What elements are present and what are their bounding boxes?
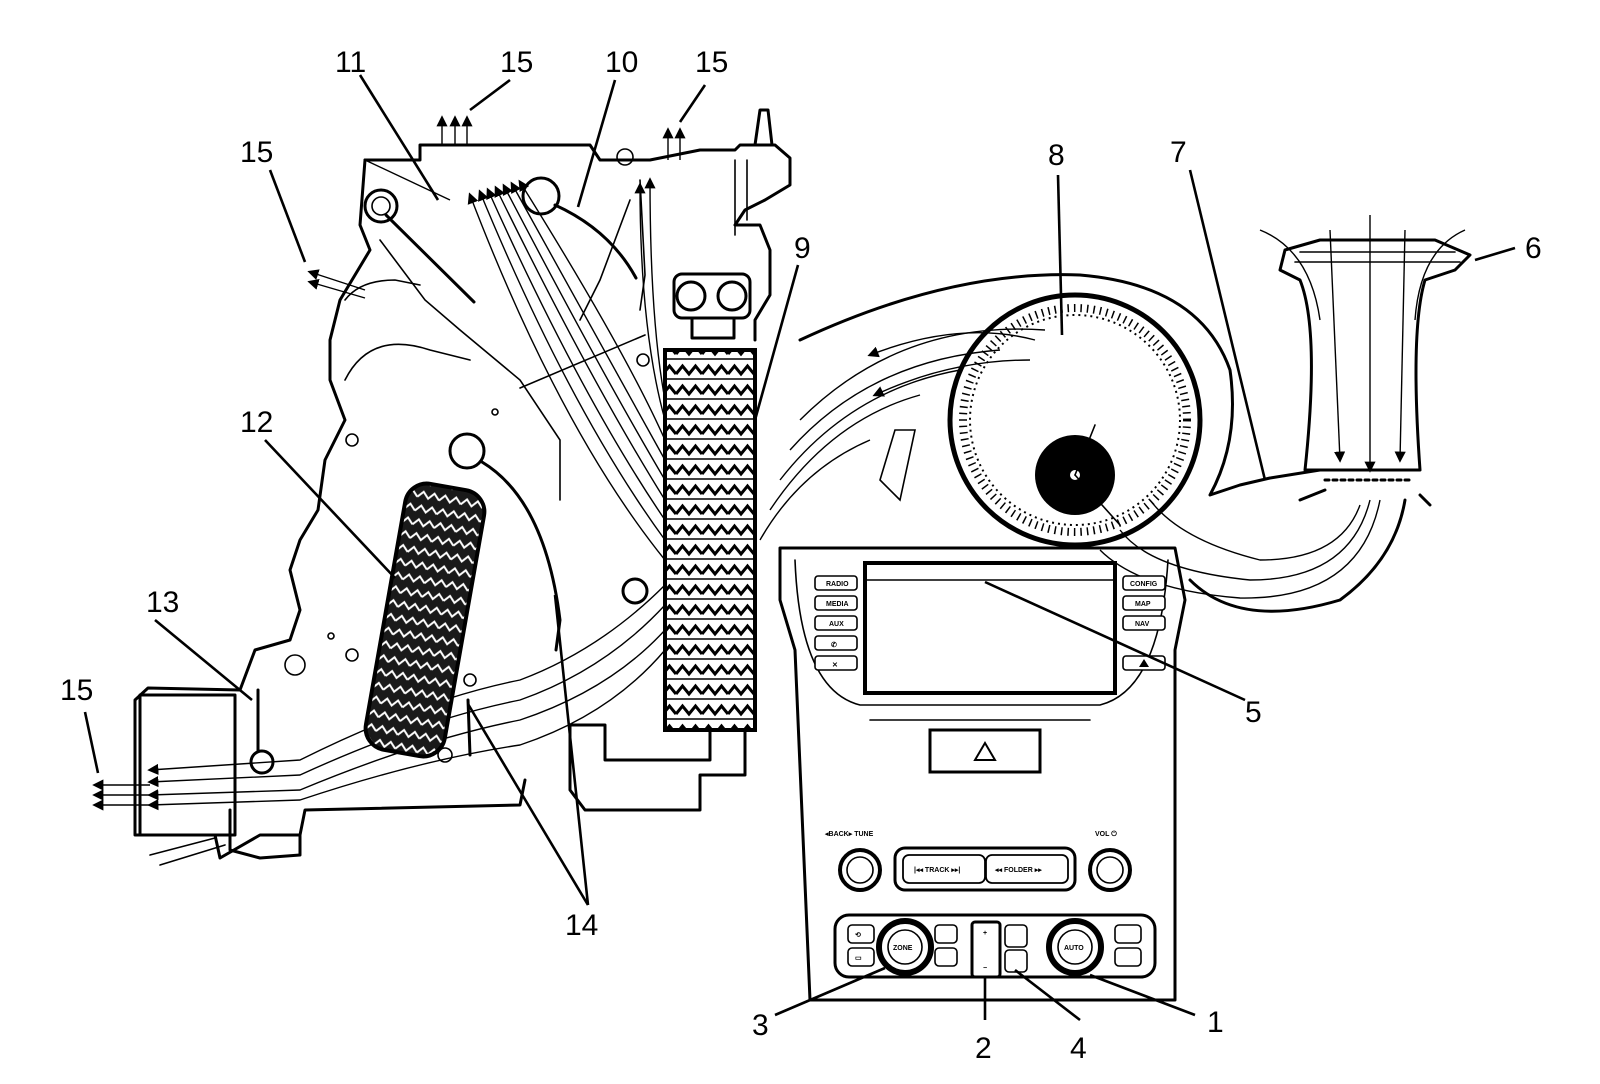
callout-5: 5 — [1245, 696, 1262, 729]
mode-button-upper[interactable] — [1004, 924, 1028, 948]
callout-8: 8 — [1048, 139, 1065, 172]
radio-button[interactable] — [814, 575, 858, 591]
phone-icon: ✆ — [831, 641, 837, 649]
center-stack: RADIO MEDIA AUX ✆ ✕ CONFIG MAP NAV ◂BACK… — [778, 546, 1187, 1002]
callout-15-top-right: 15 — [695, 46, 728, 79]
defrost-icon: ▭ — [855, 955, 862, 962]
config-button[interactable] — [1122, 575, 1166, 591]
callout-1: 1 — [1207, 1006, 1224, 1039]
recirculation-icon: ⟲ — [855, 932, 861, 939]
hazard-button[interactable] — [928, 728, 1042, 774]
callout-7: 7 — [1170, 136, 1187, 169]
eject-icon — [1139, 659, 1149, 667]
callout-15-lower-left: 15 — [60, 674, 93, 707]
zone-side-button-bottom[interactable] — [934, 947, 958, 967]
callout-14: 14 — [565, 909, 598, 942]
rear-defrost-button[interactable] — [847, 947, 875, 967]
heater-core — [363, 481, 487, 759]
callout-13: 13 — [146, 586, 179, 619]
radio-left-buttons: RADIO MEDIA AUX ✆ ✕ — [814, 575, 858, 671]
map-button[interactable] — [1122, 595, 1166, 611]
callout-15-top-left: 15 — [500, 46, 533, 79]
ac-button[interactable] — [1114, 947, 1142, 967]
tune-knob[interactable] — [838, 848, 882, 892]
zone-knob-label: ZONE — [893, 945, 913, 952]
callout-4: 4 — [1070, 1032, 1087, 1065]
callout-9: 9 — [794, 232, 811, 265]
nav-button-label: NAV — [1135, 621, 1150, 628]
mode-button-lower[interactable] — [1004, 949, 1028, 973]
callout-2: 2 — [975, 1032, 992, 1065]
radio-display — [863, 561, 1117, 695]
aux-button[interactable] — [814, 615, 858, 631]
radio-right-buttons: CONFIG MAP NAV — [1122, 575, 1166, 671]
track-button-label: |◂◂ TRACK ▸▸| — [914, 867, 960, 874]
mute-button[interactable] — [814, 655, 858, 671]
temperature-zone-knob[interactable] — [876, 918, 934, 976]
zone-side-button-top[interactable] — [934, 924, 958, 944]
callout-15-left: 15 — [240, 136, 273, 169]
evaporator-core — [663, 348, 757, 732]
auto-knob-label: AUTO — [1064, 945, 1084, 952]
recirculation-button[interactable] — [847, 924, 875, 944]
folder-button[interactable] — [985, 854, 1069, 884]
aux-button-label: AUX — [829, 621, 844, 628]
callout-labels: 1 2 3 4 5 6 7 8 9 10 11 12 13 14 15 15 1… — [60, 46, 1542, 1065]
fan-minus-label: − — [983, 965, 987, 972]
media-button-label: MEDIA — [826, 601, 849, 608]
phone-button[interactable] — [814, 635, 858, 651]
front-defrost-button[interactable] — [1114, 924, 1142, 944]
callout-11: 11 — [335, 46, 366, 79]
callout-12: 12 — [240, 406, 273, 439]
volume-label: VOL ⏻ — [1095, 830, 1117, 838]
config-button-label: CONFIG — [1130, 581, 1158, 588]
callout-10: 10 — [605, 46, 638, 79]
module-airflow-lines — [92, 115, 686, 811]
mute-icon: ✕ — [832, 662, 838, 669]
auto-temperature-knob[interactable] — [1046, 918, 1104, 976]
nav-button[interactable] — [1122, 615, 1166, 631]
folder-button-label: ◂◂ FOLDER ▸▸ — [994, 867, 1042, 874]
volume-knob[interactable] — [1088, 848, 1132, 892]
track-button[interactable] — [902, 854, 986, 884]
fan-plus-label: + — [983, 930, 987, 937]
hazard-icon — [973, 741, 997, 761]
media-button[interactable] — [814, 595, 858, 611]
fan-speed-switch[interactable] — [970, 920, 1002, 979]
callout-leaders — [83, 74, 1516, 1022]
radio-button-label: RADIO — [826, 581, 849, 588]
blower-assembly — [759, 215, 1472, 613]
callout-3: 3 — [752, 1009, 769, 1042]
map-button-label: MAP — [1135, 601, 1151, 608]
callout-6: 6 — [1525, 232, 1542, 265]
back-tune-label: ◂BACK▸ TUNE — [824, 831, 874, 838]
